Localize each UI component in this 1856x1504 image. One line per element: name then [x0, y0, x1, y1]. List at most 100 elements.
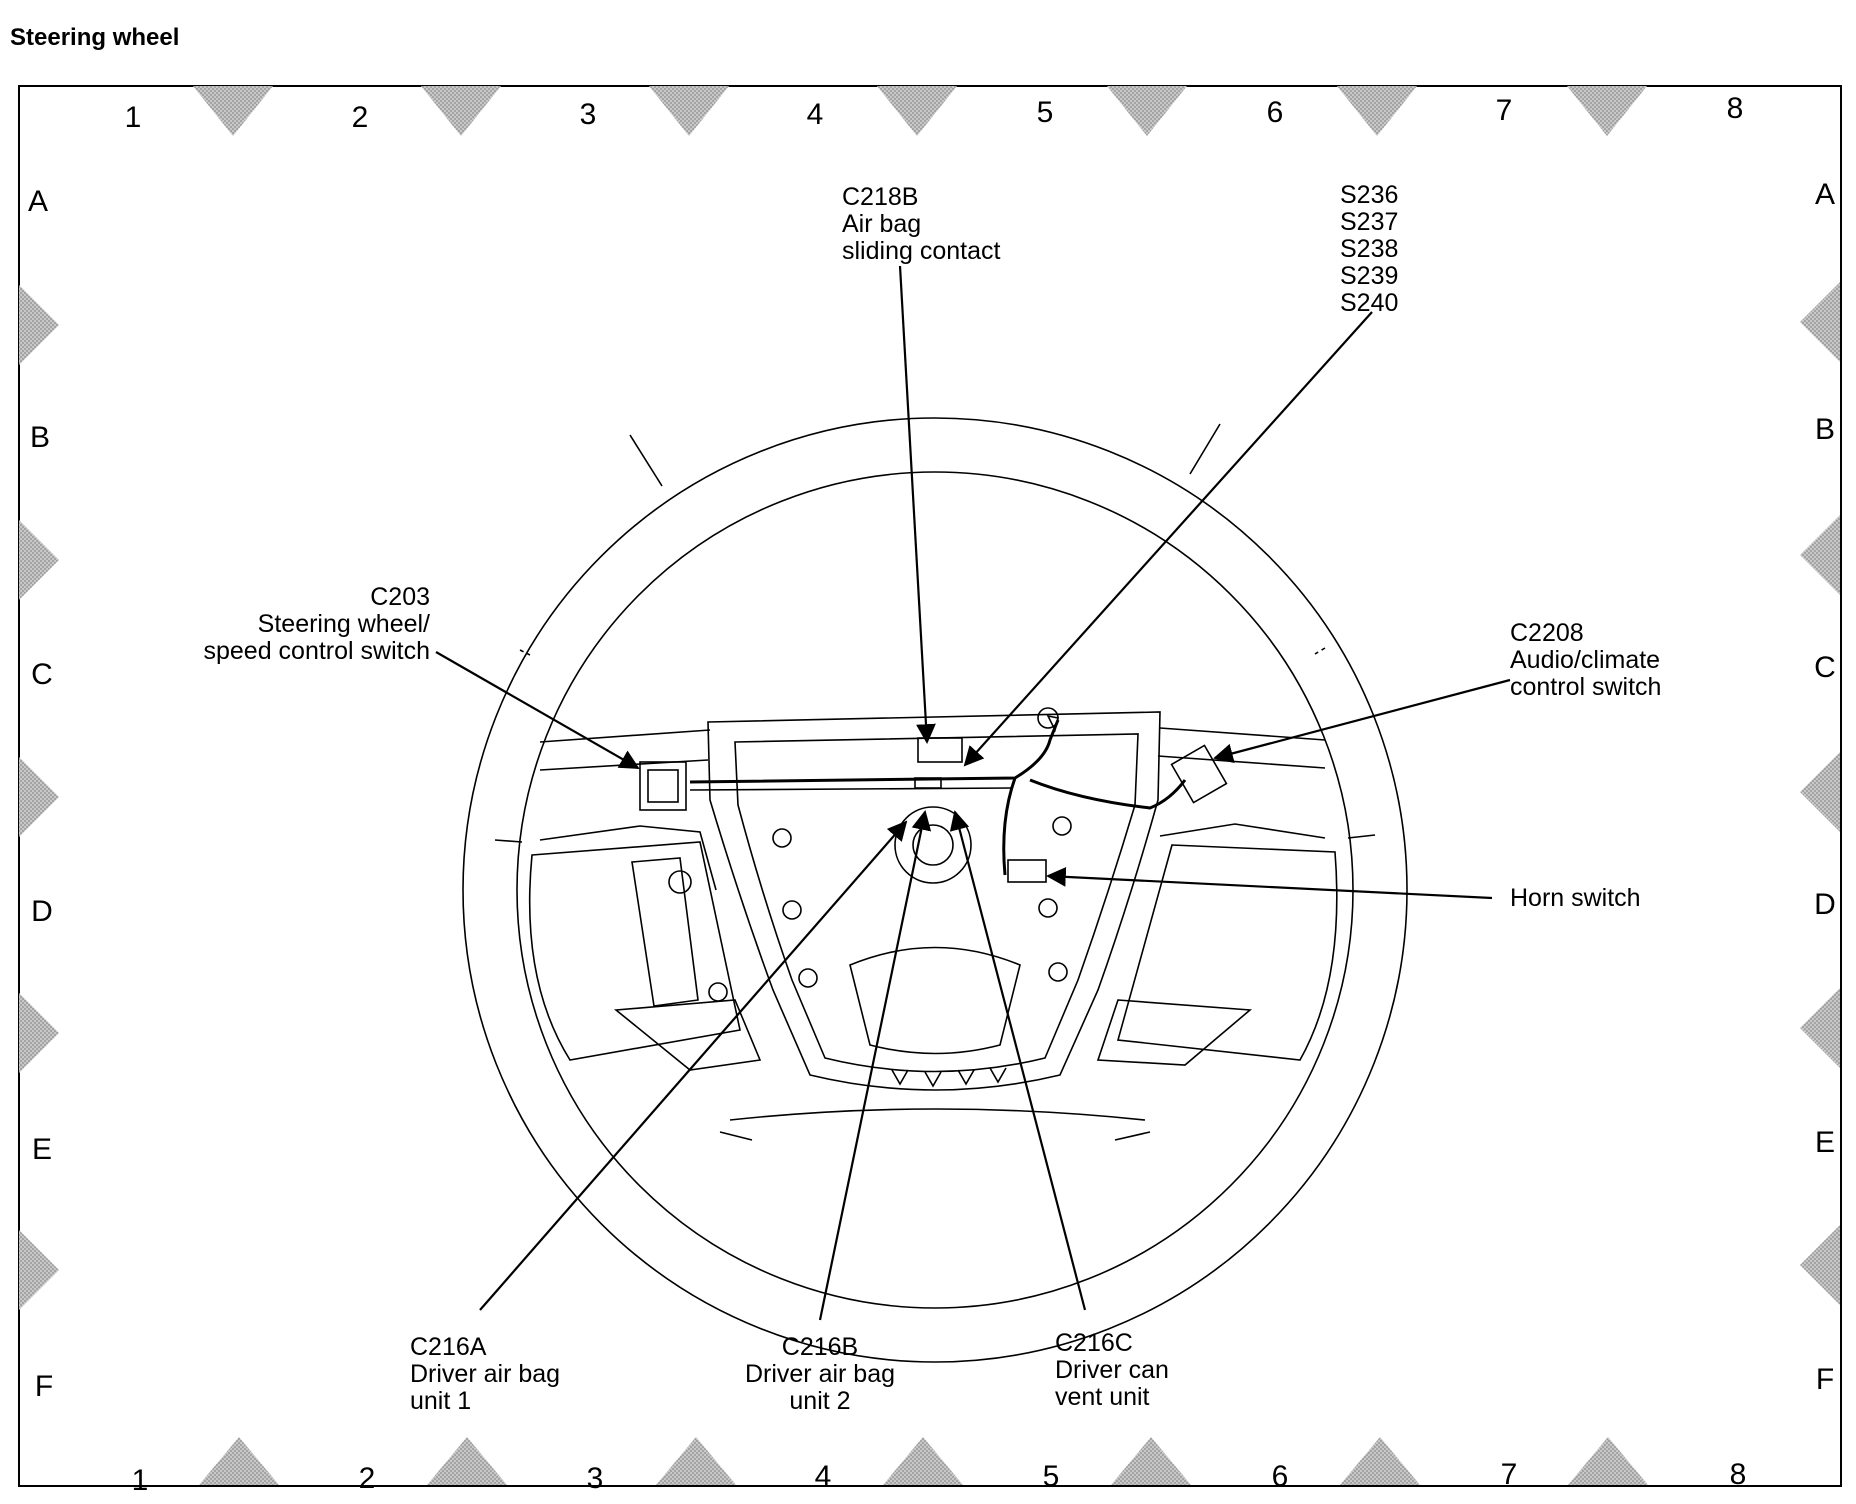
spoke-right-upper: [1157, 727, 1326, 769]
c203-connector-shape: [639, 761, 687, 811]
leader-lines: [435, 265, 1511, 1321]
leader-c218b: [898, 265, 936, 744]
bottom-spoke-top: [729, 1108, 1146, 1121]
callout-c216c-id: C216C: [1055, 1329, 1133, 1357]
callout-c203-line2: Steering wheel/: [257, 610, 430, 638]
right-marker-bc: [1800, 515, 1840, 595]
left-switch-block: [631, 857, 699, 1007]
grid-col-7-top: 7: [1495, 94, 1513, 127]
wheel-rim-inner: [516, 471, 1354, 1309]
rim-seam-4: [1347, 834, 1376, 839]
grid-col-8-top: 8: [1726, 92, 1744, 125]
callout-c216c-line2: Driver can: [1055, 1356, 1169, 1384]
bottom-marker-3: [656, 1437, 736, 1485]
grid-col-4-bottom: 4: [814, 1460, 832, 1493]
grid-col-6-top: 6: [1266, 96, 1284, 129]
grid-row-d-right: D: [1814, 888, 1836, 921]
right-marker-de: [1800, 988, 1840, 1068]
callout-c218b-id: C218B: [842, 183, 919, 211]
right-marker-ef: [1800, 1225, 1840, 1305]
callout-c218b-line3: sliding contact: [842, 237, 1001, 265]
leader-c2208: [1213, 678, 1511, 764]
callout-c216b-id: C216B: [781, 1333, 859, 1361]
callout-s236: S236: [1340, 181, 1399, 209]
top-marker-3: [649, 86, 729, 136]
left-grid-markers: [19, 285, 59, 1310]
grid-row-a-right: A: [1814, 178, 1835, 211]
grid-col-1-top: 1: [124, 101, 142, 134]
grid-col-1-bottom: 1: [131, 1464, 149, 1497]
callout-s240: S240: [1340, 289, 1399, 317]
leader-c203: [435, 651, 640, 769]
page-title: Steering wheel: [10, 24, 180, 51]
splice-cluster: [1037, 707, 1059, 729]
callout-c2208-line2: Audio/climate: [1510, 646, 1661, 674]
callout-c216c-line3: vent unit: [1055, 1383, 1150, 1411]
callout-s238: S238: [1340, 235, 1399, 263]
grid-row-a-left: A: [27, 185, 48, 218]
callout-c218b: C218B Air bag sliding contact: [842, 184, 1000, 265]
bottom-marker-4: [883, 1437, 963, 1485]
grid-row-f-left: F: [34, 1370, 54, 1403]
grid-col-8-bottom: 8: [1729, 1458, 1747, 1491]
right-switch-panel: [1116, 844, 1338, 1061]
grid-col-6-bottom: 6: [1271, 1460, 1289, 1493]
spoke-left-upper: [539, 729, 711, 771]
grid-row-b-left: B: [29, 421, 50, 454]
callout-c2208-line3: control switch: [1510, 673, 1662, 701]
bottom-marker-7: [1568, 1437, 1648, 1485]
callout-c216a-id: C216A: [410, 1333, 487, 1361]
callout-c203: C203 Steering wheel/ speed control switc…: [180, 584, 430, 665]
callout-c216c: C216C Driver can vent unit: [1055, 1330, 1169, 1411]
callout-horn-switch-label: Horn switch: [1510, 884, 1641, 912]
callout-s236-s240: S236 S237 S238 S239 S240: [1340, 182, 1398, 317]
centre-boss: [894, 806, 972, 884]
grid-row-f-right: F: [1815, 1363, 1835, 1396]
leader-c216a: [479, 820, 908, 1311]
harness-horn-branch: [1002, 777, 1017, 876]
leader-s236-s240: [963, 311, 1373, 767]
left-switch-panel: [528, 841, 741, 1061]
top-marker-5: [1107, 86, 1187, 136]
top-marker-6: [1337, 86, 1417, 136]
grid-row-d-left: D: [31, 895, 53, 928]
top-marker-2: [421, 86, 501, 136]
bottom-marker-6: [1340, 1437, 1420, 1485]
grid-col-3-top: 3: [579, 98, 597, 131]
wheel-rim-outer: [462, 417, 1408, 1363]
grid-row-e-left: E: [31, 1133, 52, 1166]
callout-c2208-id: C2208: [1510, 619, 1584, 647]
callout-s239: S239: [1340, 262, 1399, 290]
callout-c216a: C216A Driver air bag unit 1: [410, 1334, 560, 1415]
callout-c216b-line2: Driver air bag: [744, 1360, 896, 1388]
left-marker-bc: [19, 520, 59, 600]
grid-col-5-top: 5: [1036, 96, 1054, 129]
grid-row-c-left: C: [31, 658, 53, 691]
callout-c216a-line2: Driver air bag: [410, 1360, 561, 1388]
c216-connector-shape: [914, 777, 942, 789]
bottom-marker-1: [199, 1437, 279, 1485]
callout-c203-line3: speed control switch: [203, 637, 430, 665]
grid-col-2-top: 2: [351, 101, 369, 134]
left-marker-ab: [19, 285, 59, 365]
leader-horn-switch: [1046, 866, 1493, 900]
grid-col-7-bottom: 7: [1500, 1458, 1518, 1491]
right-grid-markers: [1800, 282, 1840, 1305]
callout-c203-id: C203: [370, 583, 430, 611]
callout-s237: S237: [1340, 208, 1399, 236]
hub-inner: [734, 733, 1139, 1073]
leader-c216b: [818, 810, 932, 1321]
grid-col-5-bottom: 5: [1042, 1460, 1060, 1493]
leader-c216c: [949, 810, 1087, 1311]
callout-horn-switch: Horn switch: [1510, 885, 1641, 912]
harness-main: [689, 719, 1060, 784]
left-marker-de: [19, 993, 59, 1073]
spoke-left-lower: [613, 999, 762, 1071]
steering-wheel-drawing: [462, 417, 1408, 1363]
top-marker-4: [877, 86, 957, 136]
horn-connector-shape: [1007, 859, 1047, 883]
grid-row-e-right: E: [1814, 1126, 1835, 1159]
grid-col-3-bottom: 3: [586, 1462, 604, 1495]
callout-c216a-line3: unit 1: [410, 1387, 472, 1415]
